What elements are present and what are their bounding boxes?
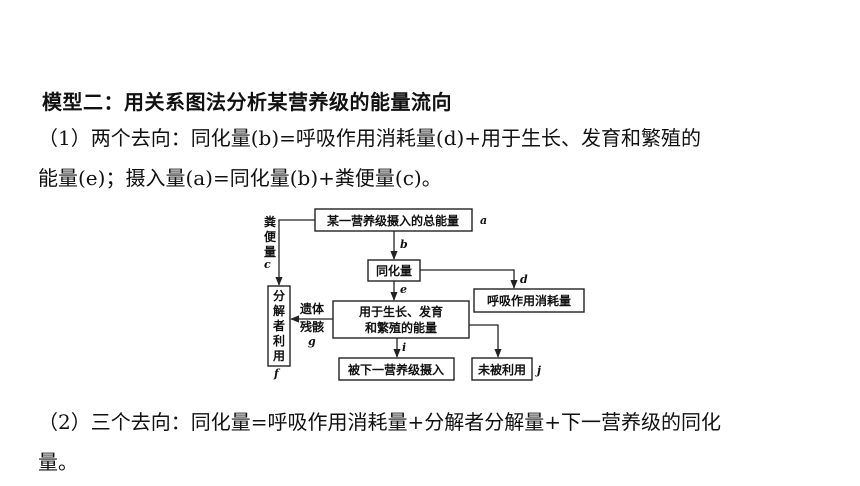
paragraph-three-destinations: （2）三个去向：同化量=呼吸作用消耗量+分解者分解量+下一营养级的同化 量。 [38,402,838,482]
remains-label-line1: 遗体 [299,301,325,316]
decomposer-box [267,285,291,367]
label-g: g [308,335,316,348]
respiration-box [473,288,585,313]
paragraph-line: 能量(e)；摄入量(a)=同化量(b)+粪便量(c)。 [38,166,442,190]
label-i: i [402,341,406,354]
label-a: a [480,214,487,227]
feces-label-char: 便 [264,229,277,244]
label-j: j [535,364,541,377]
feces-label-char: 粪 [264,214,276,229]
growth-label-line1: 用于生长、发育 [358,304,443,319]
unused-label: 未被利用 [477,362,526,377]
arrow-growth-to-unused [469,324,502,358]
arrow-intake-to-decomposer [275,219,315,286]
growth-label-line2: 和繁殖的能量 [364,320,437,335]
feces-label-char: 量 [264,245,276,259]
decomposer-char: 利 [273,333,285,348]
decomposer-char: 分 [273,288,285,303]
remains-label-line2: 残骸 [300,319,324,334]
assimilation-label: 同化量 [376,263,412,278]
paragraph-line: （2）三个去向：同化量=呼吸作用消耗量+分解者分解量+下一营养级的同化 [38,410,721,434]
label-c: c [264,258,271,271]
arrow-assimilation-to-respiration [420,269,518,289]
label-b: b [400,238,408,251]
intake-label: 某一营养级摄入的总能量 [327,213,459,228]
respiration-label: 呼吸作用消耗量 [487,293,571,308]
label-f: f [273,367,281,380]
next-level-box [338,357,455,381]
paragraph-line: 量。 [38,450,78,474]
label-e: e [400,283,407,296]
paragraph-line: （1）两个去向：同化量(b)=呼吸作用消耗量(d)+用于生长、发育和繁殖的 [38,126,702,150]
next-level-label: 被下一营养级摄入 [348,362,444,377]
unused-box [471,357,533,381]
paragraph-two-destinations: （1）两个去向：同化量(b)=呼吸作用消耗量(d)+用于生长、发育和繁殖的 能量… [38,118,838,198]
decomposer-char: 解 [273,303,285,318]
section-heading: 模型二：用关系图法分析某营养级的能量流向 [42,90,452,114]
decomposer-char: 者 [272,318,285,333]
label-d: d [520,273,528,286]
decomposer-char: 用 [272,349,285,363]
